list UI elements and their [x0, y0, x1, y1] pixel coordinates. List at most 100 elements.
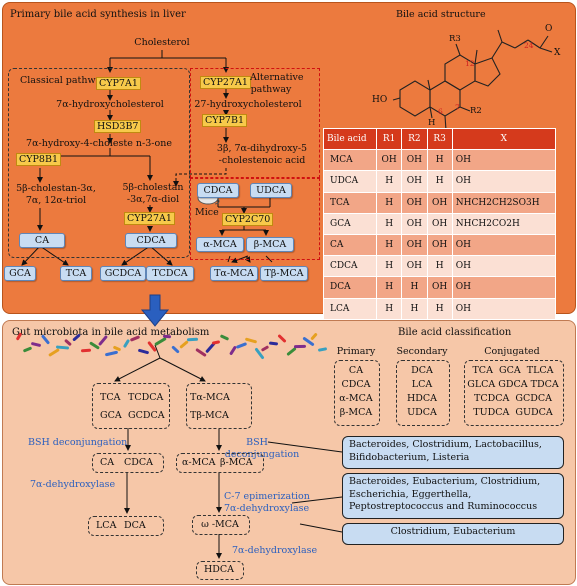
- table-cell: H: [375, 255, 403, 278]
- bottom-tamca: Tα-MCA: [190, 392, 230, 403]
- mice-label: Mice: [195, 207, 219, 218]
- bacterium-icon: [72, 333, 82, 342]
- enzyme-cyp7a1: CYP7A1: [96, 77, 141, 90]
- primary-item: β-MCA: [339, 407, 373, 418]
- bottom-lca: LCA: [96, 520, 117, 531]
- table-cell: OH: [426, 212, 453, 235]
- omca-box: [192, 515, 250, 535]
- enzyme-cyp27a1-classical: CYP27A1: [124, 212, 175, 225]
- bacterium-icon: [64, 338, 73, 347]
- table-header-cell: R1: [375, 127, 403, 151]
- table-cell: TCA: [323, 191, 377, 214]
- table-header-cell: Bile acid: [323, 127, 377, 151]
- table-cell: OH: [401, 233, 428, 257]
- enzyme-hsd3b7: HSD3B7: [94, 120, 142, 133]
- primary-title: Primary: [336, 346, 376, 357]
- dehydroxylase-bacteria-line2: Escherichia, Eggerthella,: [349, 488, 472, 500]
- conjugated-item: GLCA GDCA TDCA: [467, 379, 559, 390]
- synthesis-title: Primary bile acid synthesis in liver: [10, 9, 186, 20]
- classification-title: Bile acid classification: [398, 327, 512, 338]
- left-unconjugated-box: [92, 453, 164, 473]
- primary-item: CA: [348, 365, 364, 376]
- mice-cdca-box: CDCA: [197, 183, 239, 198]
- bsh-left-label: BSH deconjungation: [28, 437, 128, 448]
- table-header-cell: R3: [426, 127, 453, 151]
- table-cell: OH: [426, 233, 453, 257]
- bottom-amca: α-MCA: [182, 457, 216, 468]
- table-cell: H: [426, 255, 453, 278]
- alt-label-line1: Alternative: [250, 72, 304, 83]
- table-cell: H: [426, 149, 453, 172]
- bsh-bacteria-line1: Bacteroides, Clostridium, Lactobacillus,: [349, 439, 542, 450]
- gut-title: Gut microbiota in bile acid metabolism: [12, 327, 210, 338]
- ca-box: CA: [19, 233, 65, 248]
- cholestenoic-line1: 3β, 7α-dihydroxy-5: [216, 143, 308, 154]
- table-cell: H: [401, 297, 428, 320]
- conjugated-item: TCA GCA TLCA: [472, 365, 554, 376]
- table-cell: OH: [401, 191, 428, 214]
- bottom-hdca: HDCA: [203, 564, 235, 575]
- conjugated-item: TCDCA GCDCA: [474, 393, 552, 404]
- bacterium-icon: [31, 341, 42, 348]
- secondary-box: [396, 360, 450, 426]
- table-cell: DCA: [323, 276, 377, 299]
- conjugated-item: TUDCA GUDCA: [473, 407, 553, 418]
- secondary-left-box: [88, 516, 164, 536]
- transition-arrow-icon: [140, 294, 170, 327]
- gcdca-box: GCDCA: [100, 266, 146, 281]
- bsh-right-line1: BSH: [246, 437, 268, 448]
- cholestenoic-line2: -cholestenoic acid: [218, 155, 306, 166]
- conjugated-list: TCA GCA TLCA GLCA GDCA TDCA TCDCA GCDCA TUD…: [464, 364, 562, 420]
- table-cell: OH: [451, 170, 557, 193]
- secondary-item: UDCA: [407, 407, 437, 418]
- dehydroxylase-bottom-label: 7α-dehydroxylase: [232, 545, 318, 556]
- cholesterol-label: Cholesterol: [134, 37, 190, 48]
- bacterium-icon: [154, 336, 168, 347]
- enzyme-cyp27a1-alt: CYP27A1: [200, 76, 251, 89]
- enzyme-cyp2c70: CYP2C70: [222, 213, 274, 226]
- bacterium-icon: [179, 340, 189, 349]
- label-r3: R3: [449, 34, 461, 44]
- bacterium-icon: [219, 334, 230, 341]
- right-unconjugated-box: [176, 453, 264, 473]
- label-x: X: [554, 48, 561, 58]
- table-cell: H: [401, 276, 428, 299]
- table-cell: OH: [401, 149, 428, 172]
- table-cell: GCA: [323, 212, 377, 235]
- triol-line2: 7α, 12α-triol: [25, 195, 87, 206]
- table-cell: H: [375, 233, 403, 257]
- bottom-cdca: CDCA: [124, 457, 154, 468]
- table-cell: MCA: [323, 149, 377, 172]
- diol-line1: 5β-cholestan: [122, 182, 184, 193]
- structure-title: Bile acid structure: [396, 9, 486, 20]
- label-7: 7: [455, 103, 460, 112]
- bacterium-icon: [97, 334, 109, 347]
- bottom-omca: ω -MCA: [201, 519, 239, 530]
- mice-amca-box: α-MCA: [196, 237, 244, 252]
- table-cell: OH: [401, 255, 428, 278]
- label-12: 12: [465, 59, 475, 68]
- epimerization-bacteria-line: Clostridium, Eubacterium: [390, 526, 516, 537]
- alternative-pathway-box: [190, 68, 320, 178]
- step-7a-hydroxycholesterol: 7α-hydroxycholesterol: [56, 99, 164, 110]
- tamca-box: Tα-MCA: [210, 266, 258, 281]
- table-cell: H: [375, 191, 403, 214]
- mice-bmca-box: β-MCA: [246, 237, 294, 252]
- table-cell: OH: [401, 212, 428, 235]
- table-cell: CA: [323, 233, 377, 257]
- primary-item: CDCA: [341, 379, 371, 390]
- secondary-item: HDCA: [406, 393, 438, 404]
- table-cell: H: [426, 297, 453, 320]
- table-cell: OH: [451, 149, 557, 172]
- bacterium-icon: [170, 345, 180, 354]
- bsh-bacteria-box: Bacteroides, Clostridium, Lactobacillus,…: [342, 436, 564, 469]
- bsh-bacteria-line2: Bifidobacterium, Listeria: [349, 451, 470, 463]
- secondary-title: Secondary: [396, 346, 448, 357]
- table-cell: OH: [451, 297, 557, 320]
